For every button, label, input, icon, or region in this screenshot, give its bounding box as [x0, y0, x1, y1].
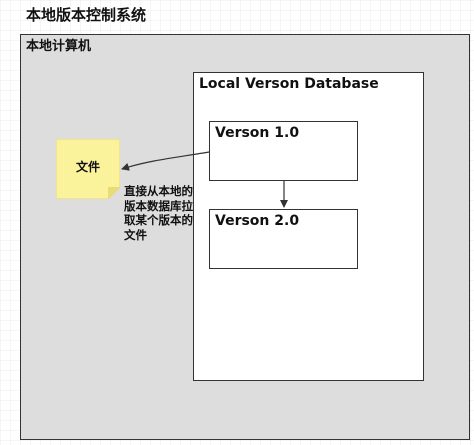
local-computer-label: 本地计算机	[26, 39, 92, 54]
page-title: 本地版本控制系统	[26, 6, 147, 24]
version-2-label: Verson 2.0	[215, 213, 300, 229]
version-2-box	[209, 209, 358, 269]
file-label: 文件	[75, 160, 100, 174]
file-note: 文件	[56, 139, 120, 199]
version-1-label: Verson 1.0	[215, 125, 300, 141]
local-database-label: Local Verson Database	[199, 76, 379, 92]
file-note-shape	[56, 139, 120, 199]
checkout-annotation: 直接从本地的版本数据库拉取某个版本的文件	[124, 184, 193, 242]
version-1-box	[209, 121, 358, 181]
